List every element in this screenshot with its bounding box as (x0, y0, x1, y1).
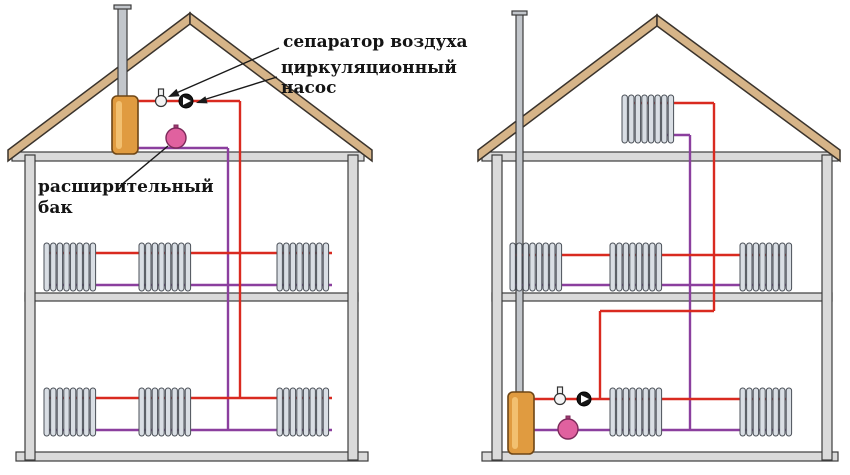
circulation-pump-arrowhead-icon (196, 96, 208, 104)
boiler-symbol (111, 95, 139, 155)
air-separator-symbol (553, 386, 567, 406)
expansion-tank-label-line1: расширительный (38, 177, 214, 197)
right-house-attic-floor (481, 151, 839, 162)
right-house-roof-right-slope (656, 13, 841, 163)
expansion-tank-pointer-line (119, 145, 169, 187)
expansion-tank-label-line2: бак (38, 198, 73, 218)
left-house-left-wall (24, 154, 36, 461)
circulation-pump-label-line2: насос (281, 78, 337, 98)
left-house-attic-floor (11, 151, 365, 162)
tank-body (557, 418, 579, 440)
boiler-shine (512, 397, 518, 449)
right-house-chimney-cap (511, 10, 528, 16)
air-separator-body (553, 392, 567, 406)
boiler-body (507, 391, 535, 455)
circulation-pump-symbol (178, 93, 194, 109)
expansion-tank-symbol (557, 415, 579, 440)
right-house-right-wall (821, 154, 833, 461)
circulation-pump-label-line1: циркуляционный (281, 58, 457, 78)
left-house-chimney (117, 7, 128, 99)
air-separator-symbol (154, 88, 168, 108)
air-separator-pointer-line (173, 47, 280, 95)
right-house-middle-floor (491, 292, 833, 302)
boiler-shine (116, 101, 122, 149)
left-house-right-wall (347, 154, 359, 461)
left-house-roof-right-slope (189, 11, 373, 163)
circulation-pump-pointer-line (202, 76, 278, 101)
right-house-ground-floor (481, 451, 839, 462)
expansion-tank-symbol (165, 124, 187, 149)
tank-body (165, 127, 187, 149)
pump-arrow-icon (183, 97, 191, 105)
boiler-body (111, 95, 139, 155)
left-house-ground-floor (15, 451, 369, 462)
air-separator-arrowhead-icon (168, 88, 180, 97)
air-separator-label: сепаратор воздуха (283, 32, 468, 52)
right-house-chimney (515, 13, 524, 393)
left-house-chimney-cap (113, 4, 132, 10)
right-house (477, 10, 841, 462)
air-separator-body (154, 94, 168, 108)
boiler-symbol (507, 391, 535, 455)
right-house-left-wall (491, 154, 503, 461)
circulation-pump-symbol (576, 391, 592, 407)
annotations: сепаратор воздуха циркуляционный насос р… (38, 32, 468, 218)
left-house (7, 4, 373, 462)
left-house-roof-left-slope (7, 11, 191, 163)
left-house-middle-floor (24, 292, 359, 302)
pump-arrow-icon (581, 395, 589, 403)
